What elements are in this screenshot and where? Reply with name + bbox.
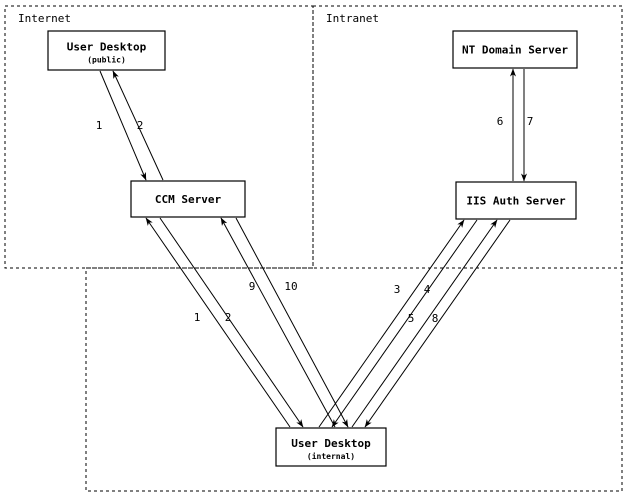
node-user-desktop-internal: User Desktop(internal) (275, 427, 387, 467)
node-title-iis-auth-server: IIS Auth Server (466, 195, 566, 208)
zone-label-internet: Internet (18, 12, 71, 25)
node-box-nt-domain-server (452, 30, 578, 69)
zone-boundary-intranet (312, 5, 623, 269)
flow-arrow-9-user-desktop-internal-to-ccm-server (220, 217, 336, 428)
flow-step-label: 4 (424, 283, 431, 296)
flow-arrow-2-ccm-server-to-user-desktop-internal (159, 217, 304, 428)
flow-step-label: 8 (432, 312, 439, 325)
zones-layer: Internet Intranet (4, 5, 623, 492)
node-box-ccm-server (130, 180, 246, 218)
step-labels-layer: 1 2 6 7 1 2 9 10 3 4 5 8 (96, 115, 534, 325)
flow-arrow-8-iis-auth-server-to-user-desktop-internal (364, 219, 511, 428)
flow-arrow-5-user-desktop-internal-to-iis-auth-server (351, 219, 498, 428)
node-subtitle-user-desktop-internal: (internal) (307, 451, 355, 461)
node-nt-domain-server: NT Domain Server (452, 30, 578, 69)
node-box-iis-auth-server (455, 181, 577, 220)
node-title-user-desktop-public: User Desktop (67, 41, 147, 54)
flow-step-label: 7 (527, 115, 534, 128)
flow-step-label: 10 (284, 280, 297, 293)
node-user-desktop-public: User Desktop(public) (47, 30, 166, 71)
zone-label-intranet: Intranet (326, 12, 379, 25)
node-ccm-server: CCM Server (130, 180, 246, 218)
flow-step-label: 3 (394, 283, 401, 296)
node-title-ccm-server: CCM Server (155, 193, 222, 206)
flow-step-label: 1 (194, 311, 201, 324)
flow-step-label: 2 (137, 119, 144, 132)
flow-step-label: 2 (225, 311, 232, 324)
node-subtitle-user-desktop-public: (public) (87, 55, 126, 65)
flow-arrow-1-user-desktop-internal-to-ccm-server (145, 217, 291, 428)
flow-arrow-4-iis-auth-server-to-user-desktop-internal (331, 219, 478, 428)
flow-step-label: 6 (497, 115, 504, 128)
flow-arrow-1-user-desktop-public-to-ccm-server (99, 70, 147, 181)
flow-step-label: 1 (96, 119, 103, 132)
node-box-user-desktop-internal (275, 427, 387, 467)
node-title-nt-domain-server: NT Domain Server (462, 44, 568, 57)
flow-arrow-3-user-desktop-internal-to-iis-auth-server (318, 219, 465, 428)
flow-arrow-2-ccm-server-to-user-desktop-public (112, 70, 164, 181)
flow-step-label: 5 (408, 312, 415, 325)
flow-arrow-10-ccm-server-to-user-desktop-internal (235, 217, 349, 428)
flow-step-label: 9 (249, 280, 256, 293)
node-box-user-desktop-public (47, 30, 166, 71)
zone-boundary-internal (85, 267, 623, 492)
node-iis-auth-server: IIS Auth Server (455, 181, 577, 220)
node-title-user-desktop-internal: User Desktop (291, 437, 371, 450)
flows-layer (99, 68, 527, 428)
